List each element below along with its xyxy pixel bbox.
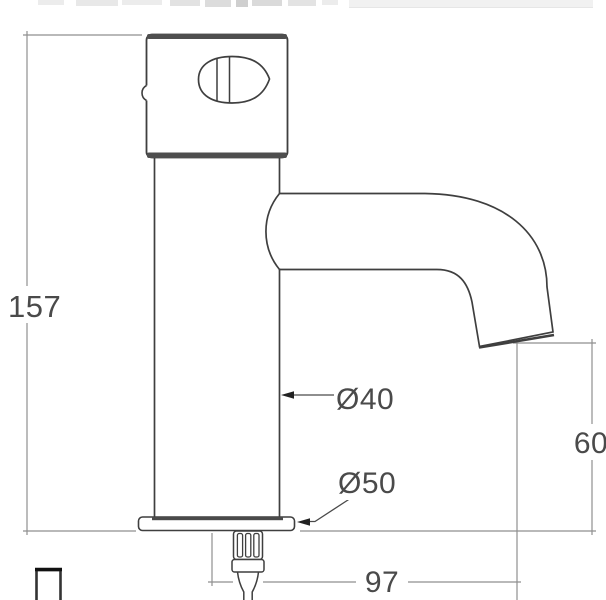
base-flange-seam — [152, 517, 283, 521]
top-crop-artifact — [76, 0, 118, 6]
body-cylinder — [153, 158, 281, 517]
leader-lines — [293, 394, 352, 523]
dimension-lines — [23, 31, 596, 600]
top-crop-artifact — [349, 0, 593, 8]
top-crop-artifact — [205, 0, 231, 7]
top-crop-artifact — [122, 0, 162, 5]
dim-label-body-diameter: Ø40 — [334, 383, 397, 416]
dim-label-outlet-height: 60 — [571, 428, 606, 460]
dim-label-spout-reach: 97 — [356, 567, 408, 599]
shank-collar — [231, 558, 265, 573]
top-crop-artifact — [170, 0, 200, 6]
dim-label-total-height: 157 — [6, 289, 62, 324]
leader-arrowheads — [281, 391, 310, 526]
top-crop-artifact — [38, 0, 64, 5]
spout — [265, 192, 554, 348]
spout-outlet-lip — [478, 333, 555, 349]
tailpiece — [236, 571, 260, 600]
top-crop-artifact — [322, 0, 338, 5]
handle-housing-top-band — [147, 34, 287, 39]
faucet-outline — [137, 33, 555, 600]
top-crop-artifact — [236, 0, 248, 7]
cropped-part-bottom-left — [35, 567, 62, 600]
top-crop-artifact — [288, 0, 316, 6]
top-crop-artifact — [252, 0, 282, 6]
dim-label-base-diameter: Ø50 — [336, 467, 399, 500]
handle-housing-bottom-band — [147, 152, 287, 158]
